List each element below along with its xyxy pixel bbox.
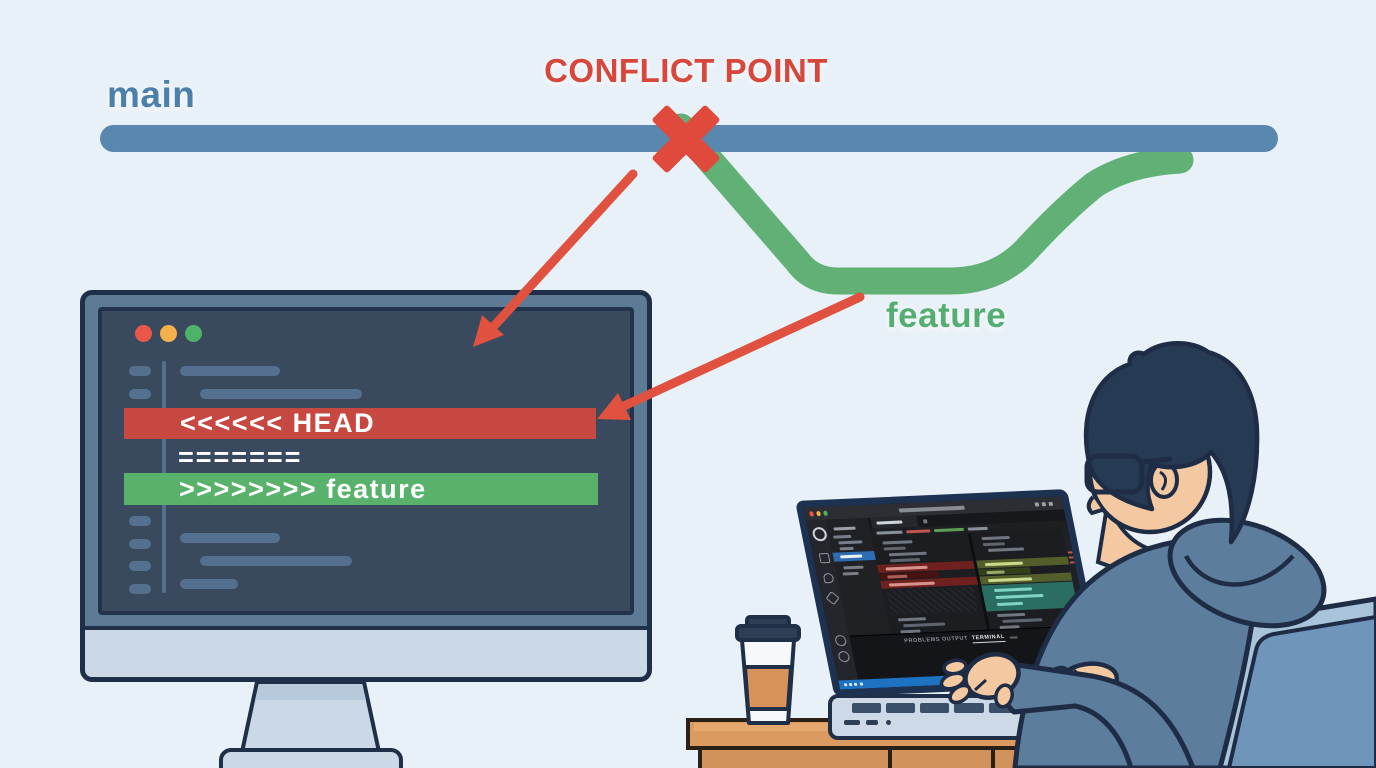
panel-tab-terminal: TERMINAL xyxy=(971,633,1006,644)
laptop-keyboard-deck xyxy=(828,694,1158,740)
action-text-bar xyxy=(876,530,903,535)
conflict-separator-text: ======= xyxy=(178,442,303,472)
main-branch-line xyxy=(100,125,1278,152)
status-text-bar xyxy=(853,682,858,686)
added-text-bar xyxy=(987,576,1033,582)
added-block xyxy=(981,581,1078,612)
line-number-blob xyxy=(129,389,151,399)
glasses-icon xyxy=(1084,453,1173,495)
hoodie-hood xyxy=(1167,517,1327,629)
branch-icon xyxy=(843,683,848,687)
window-maximize-icon xyxy=(185,325,202,342)
laptop-screen: PROBLEMS OUTPUT TERMINAL xyxy=(795,489,1107,697)
source-control-icon xyxy=(825,591,840,606)
conflict-incoming-line: >>>>>>>> feature xyxy=(124,473,598,505)
added-text-bar xyxy=(995,593,1044,600)
conflict-point-label: CONFLICT POINT xyxy=(544,52,828,89)
conflict-current-line: <<<<<< HEAD xyxy=(124,408,596,439)
file-item-bar xyxy=(833,534,852,539)
removed-text-bar xyxy=(888,581,935,587)
titlebar-icon xyxy=(1048,501,1054,506)
file-item-bar xyxy=(838,540,863,544)
usb-port-icon xyxy=(844,720,860,725)
added-text-bar xyxy=(996,601,1024,606)
panel-chevron-icon xyxy=(1078,632,1084,637)
usb-port-icon xyxy=(866,720,878,725)
titlebar-icon xyxy=(1041,501,1047,506)
code-line-bar xyxy=(200,389,362,399)
added-text-bar xyxy=(986,570,1005,574)
active-file-bar xyxy=(840,554,863,559)
settings-gear-icon xyxy=(836,650,851,663)
window-close-icon xyxy=(135,325,152,342)
empty-diff-region xyxy=(886,586,979,615)
panel-chevron-icon xyxy=(1070,632,1076,637)
added-text-bar xyxy=(984,561,1023,566)
new-tab-icon xyxy=(922,519,928,524)
office-chair xyxy=(1208,596,1376,768)
developer-neck xyxy=(1095,499,1175,588)
removed-text-bar xyxy=(885,565,928,571)
line-number-blob xyxy=(129,366,151,376)
panel-more-icon xyxy=(1009,636,1018,639)
conflict-x-icon xyxy=(652,105,720,173)
line-number-blob xyxy=(129,561,151,571)
code-line-bar xyxy=(180,533,280,543)
titlebar-icon xyxy=(1034,501,1040,507)
code-line-bar xyxy=(180,366,280,376)
monitor-screen: <<<<<< HEAD ======= >>>>>>>> feature xyxy=(98,307,634,615)
explorer-icon xyxy=(818,552,831,564)
panel-tab-output: OUTPUT xyxy=(941,635,969,643)
file-item-bar xyxy=(843,565,864,569)
traffic-light-red xyxy=(809,511,815,517)
panel-tab-problems: PROBLEMS xyxy=(903,636,941,645)
monitor-chin xyxy=(85,626,647,677)
window-minimize-icon xyxy=(160,325,177,342)
keyboard-keys xyxy=(852,703,1120,713)
feature-branch-line xyxy=(667,113,1194,295)
code-line-bar xyxy=(180,579,238,589)
traffic-light-green xyxy=(823,510,829,516)
minimap-mark xyxy=(1068,561,1075,564)
line-number-blob xyxy=(129,516,151,526)
action-text-bar xyxy=(967,526,988,531)
sidebar-header-bar xyxy=(833,526,856,531)
head-marker-text: <<<<<< HEAD xyxy=(180,408,376,438)
feature-branch-label: feature xyxy=(886,296,1007,335)
app-logo-icon xyxy=(811,526,829,542)
code-line-bar xyxy=(200,556,352,566)
status-text-bar xyxy=(848,682,853,687)
accept-current-bar xyxy=(906,529,931,534)
line-number-blob xyxy=(129,584,151,594)
tab-label-bar xyxy=(876,520,903,525)
monitor-stand xyxy=(219,680,403,768)
ear xyxy=(1149,461,1179,499)
feature-marker-text: >>>>>>>> feature xyxy=(179,474,427,504)
accept-incoming-bar xyxy=(933,527,965,533)
traffic-light-yellow xyxy=(816,511,822,516)
minimap-mark xyxy=(1067,556,1074,559)
added-text-bar xyxy=(993,587,1033,593)
account-icon xyxy=(833,634,847,647)
file-item-bar xyxy=(839,546,854,550)
file-item-bar xyxy=(842,571,859,575)
coffee-cup xyxy=(735,615,801,725)
removed-text-bar xyxy=(887,574,908,579)
power-led-icon xyxy=(886,720,891,725)
nose xyxy=(1086,495,1103,516)
minimap-mark xyxy=(1066,551,1073,554)
active-file-item xyxy=(832,550,876,562)
hair xyxy=(1083,341,1260,545)
desktop-monitor: <<<<<< HEAD ======= >>>>>>>> feature xyxy=(80,290,652,682)
main-branch-label: main xyxy=(107,74,196,115)
titlebar-text-bar xyxy=(898,505,965,513)
line-number-blob xyxy=(129,539,151,549)
developer-head xyxy=(1083,341,1260,545)
search-icon xyxy=(822,572,835,584)
status-text-bar xyxy=(859,682,864,686)
